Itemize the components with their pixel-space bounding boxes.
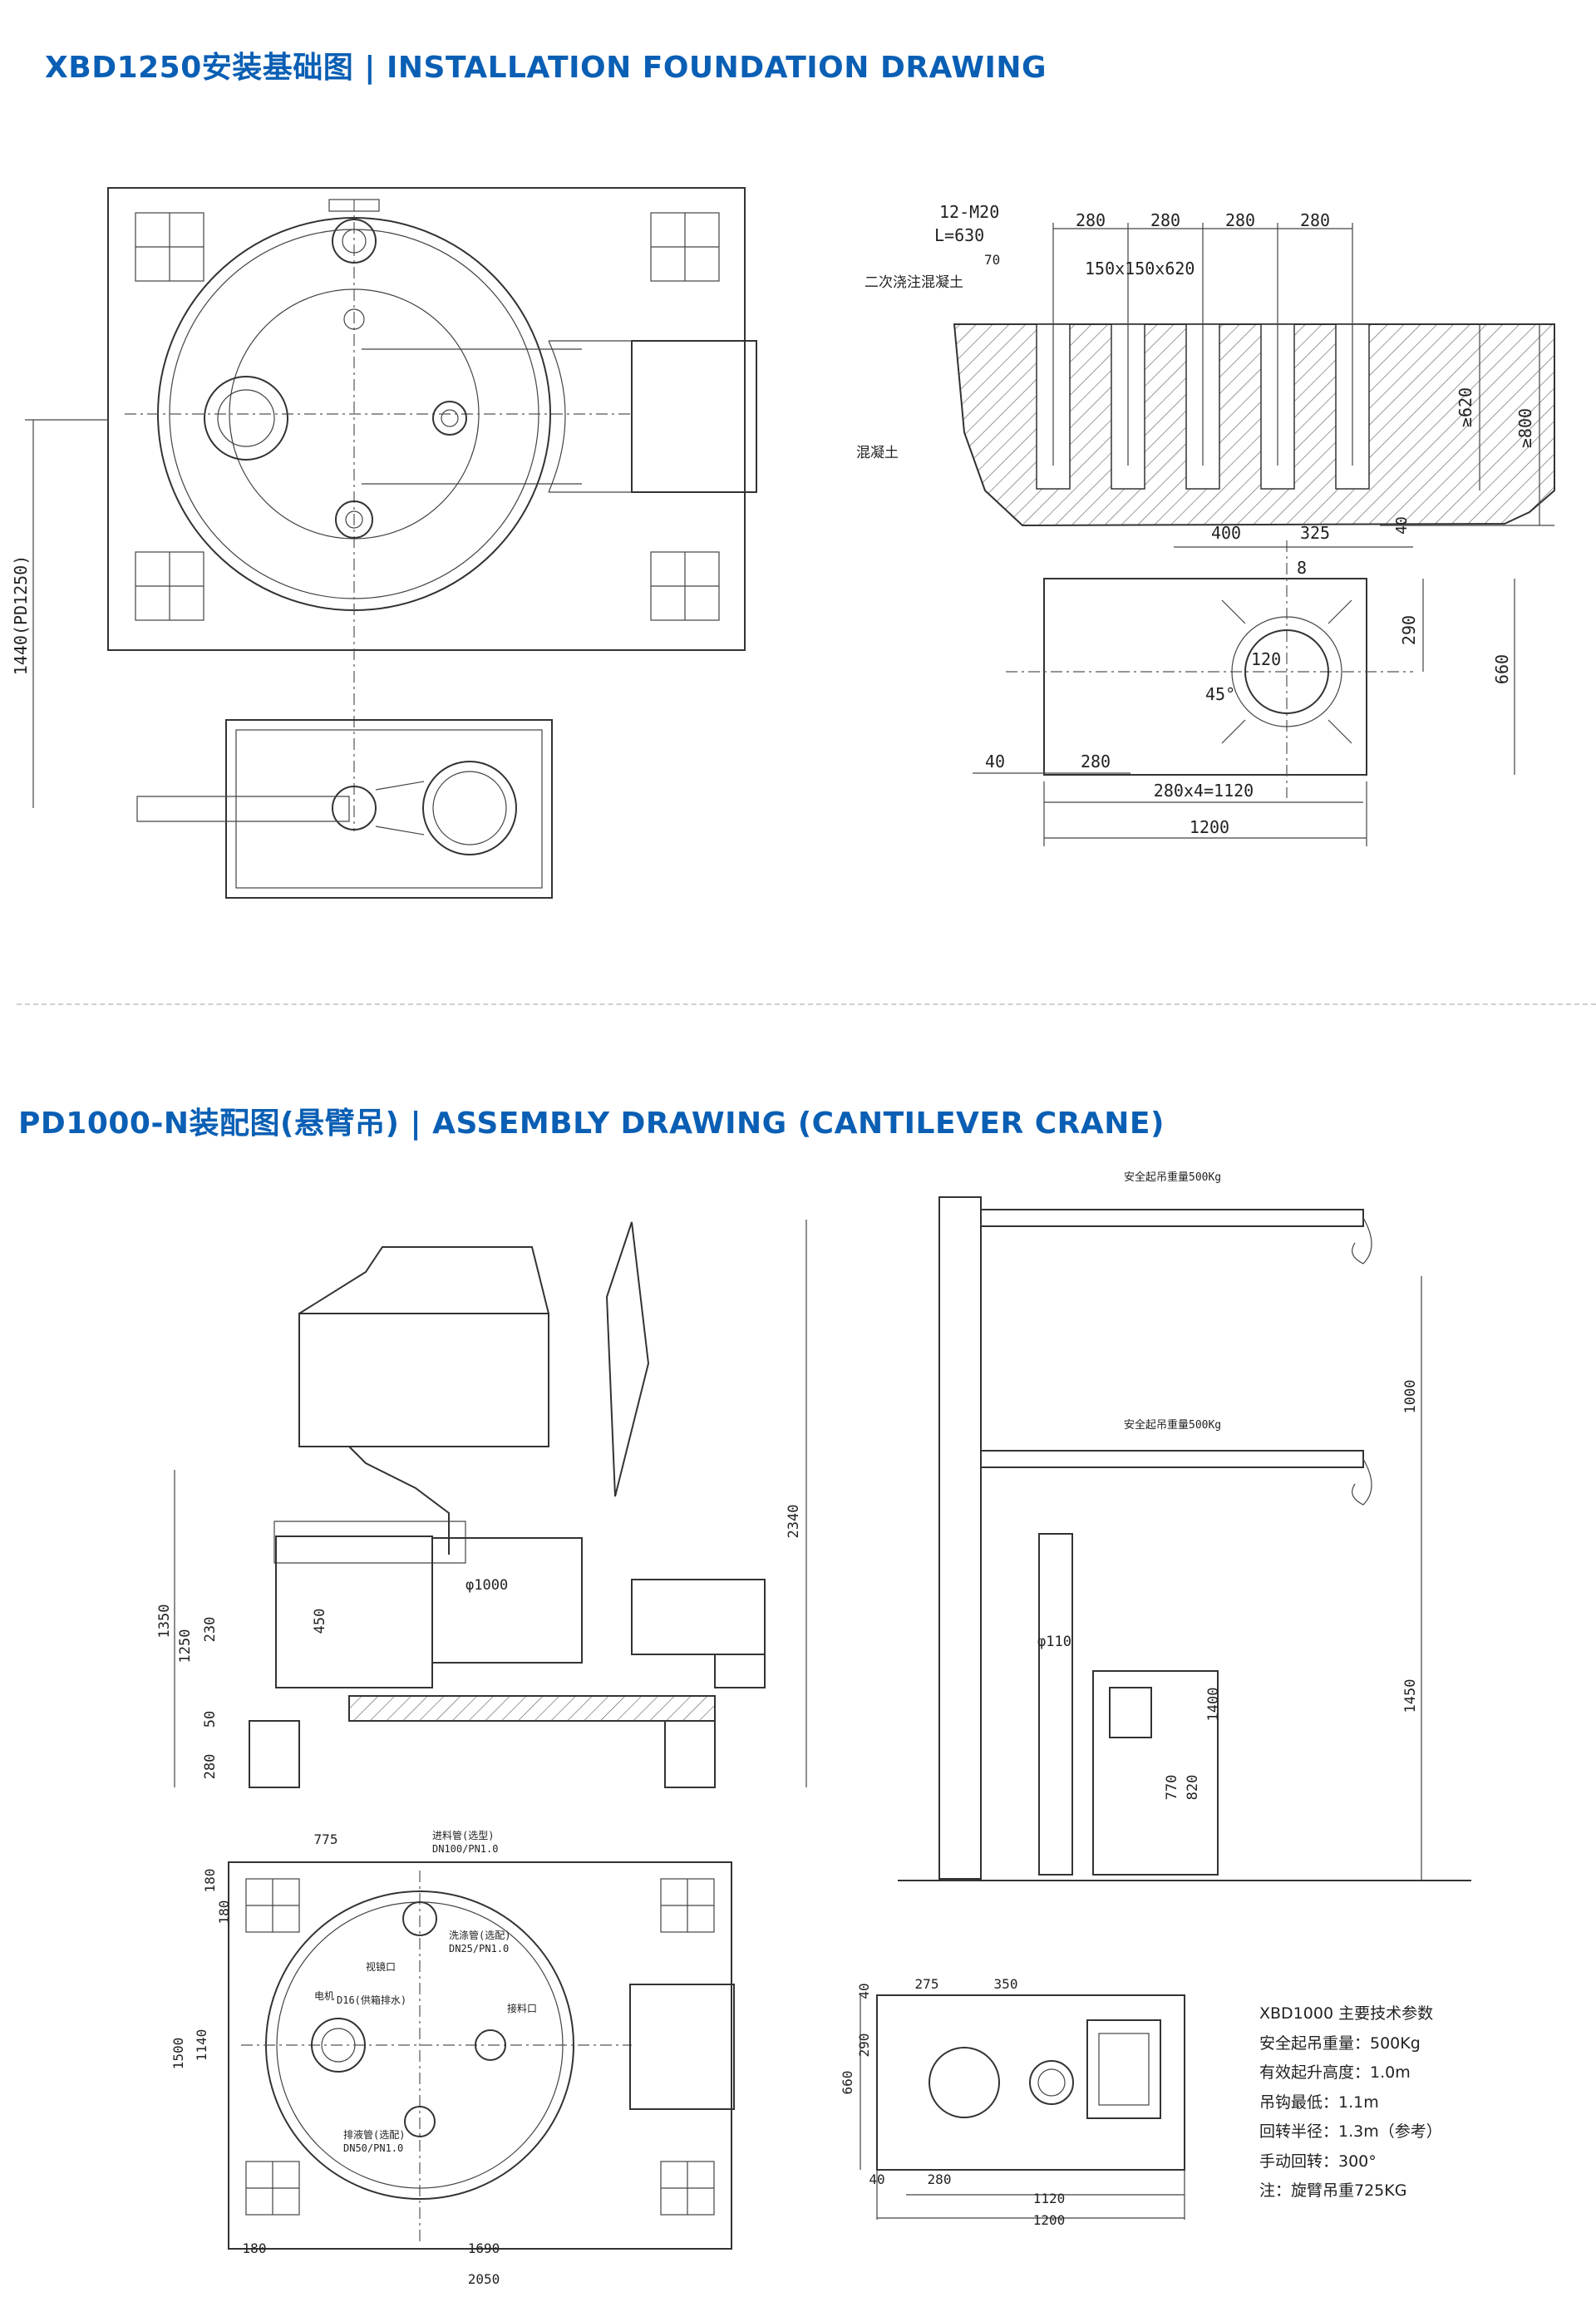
width-1690: 1690 — [468, 2240, 500, 2256]
pocket-size-label: 150x150x620 — [1085, 259, 1195, 279]
w350: 350 — [994, 1976, 1018, 1992]
b1120: 1120 — [1033, 2191, 1066, 2206]
spacing-label: 280 — [1076, 210, 1106, 230]
spacing-label: 280 — [1300, 210, 1330, 230]
overall-dim: 1200 — [1190, 817, 1229, 837]
grout-label: 二次浇注混凝土 — [864, 274, 963, 291]
height-280: 280 — [202, 1754, 219, 1780]
h660: 660 — [840, 2071, 855, 2095]
height-820: 820 — [1185, 1775, 1201, 1801]
d16-label: D16(供箱排水) — [337, 1994, 406, 2006]
manhole-label: 视镜口 — [366, 1960, 396, 1973]
params-row: 手动回转：300° — [1259, 2152, 1377, 2171]
b1200: 1200 — [1033, 2212, 1066, 2228]
h40: 40 — [856, 1983, 872, 1999]
section-divider — [17, 1003, 1596, 1005]
height-770: 770 — [1164, 1775, 1180, 1801]
bottom-dim-280: 280 — [1081, 752, 1111, 771]
depth-620: ≥620 — [1456, 387, 1475, 427]
dim-660: 660 — [1492, 654, 1512, 684]
motor-label: 电机 — [314, 1990, 334, 2002]
spacing-label: 280 — [1150, 210, 1180, 230]
height-1500: 1500 — [170, 2038, 186, 2070]
spacing-label: 280 — [1225, 210, 1255, 230]
anchor-bolt-label: 12-M20 — [939, 202, 999, 222]
w275: 275 — [915, 1976, 939, 1992]
concrete-label: 混凝土 — [856, 445, 899, 461]
b280: 280 — [928, 2171, 952, 2187]
height-230: 230 — [202, 1617, 219, 1643]
dim-8: 8 — [1297, 558, 1307, 578]
dim-70: 70 — [984, 252, 1000, 268]
bolt-pattern-dim: 280x4=1120 — [1154, 781, 1254, 801]
dim-120: 120 — [1251, 649, 1281, 669]
depth-800: ≥800 — [1515, 408, 1535, 448]
assembly-plan-view: 775 180 180 1500 1140 180 1690 2050 进料管(… — [170, 1829, 735, 2287]
height-180a: 180 — [202, 1869, 218, 1893]
diameter-label: φ1000 — [466, 1577, 508, 1594]
params-row: 注：旋臂吊重725KG — [1259, 2181, 1407, 2200]
height-1250: 1250 — [177, 1629, 194, 1664]
plan-dimension-label: 1440(PD1250) — [11, 555, 31, 676]
width-180: 180 — [243, 2240, 267, 2256]
params-row: 有效起升高度：1.0m — [1259, 2063, 1411, 2082]
params-row: 吊钩最低：1.1m — [1259, 2093, 1379, 2112]
params-title: XBD1000 主要技术参数 — [1259, 2004, 1434, 2023]
angle-45: 45° — [1205, 684, 1235, 704]
width-775: 775 — [314, 1831, 338, 1847]
foundation-plan-view: 1440(PD1250) — [11, 187, 757, 899]
width-2050: 2050 — [468, 2271, 500, 2287]
wash-label: 洗涤管(选配) — [449, 1929, 510, 1941]
inlet-spec: DN100/PN1.0 — [432, 1843, 498, 1855]
h290: 290 — [856, 2033, 872, 2058]
cantilever-crane-view: 安全起吊重量500Kg 安全起吊重量500Kg 1000 1450 1400 7… — [898, 1171, 1471, 1881]
section-title-assembly: PD1000-N装配图(悬臂吊) | ASSEMBLY DRAWING (CAN… — [18, 1107, 1165, 1141]
discharge-label: 接料口 — [507, 2002, 537, 2014]
inlet-label: 进料管(选型) — [432, 1829, 494, 1841]
height-2340: 2340 — [786, 1505, 802, 1539]
height-1350: 1350 — [156, 1604, 173, 1639]
load-label-top: 安全起吊重量500Kg — [1124, 1171, 1221, 1184]
params-row: 回转半径：1.3m（参考） — [1259, 2122, 1442, 2141]
b40: 40 — [869, 2171, 884, 2187]
column-diameter: φ110 — [1037, 1634, 1071, 1650]
drain-label: 排液管(选配) — [343, 2128, 405, 2141]
technical-parameters: XBD1000 主要技术参数 安全起吊重量：500Kg 有效起升高度：1.0m … — [1259, 1999, 1442, 2206]
height-1000: 1000 — [1402, 1380, 1419, 1414]
foundation-section-view: 280 280 280 280 12-M20 L=630 70 150x150x… — [856, 202, 1555, 846]
height-1140: 1140 — [194, 2029, 209, 2062]
height-50: 50 — [202, 1711, 219, 1728]
height-180b: 180 — [216, 1900, 232, 1925]
dim-400: 400 — [1211, 523, 1241, 543]
height-1400: 1400 — [1205, 1688, 1222, 1722]
bolt-length-label: L=630 — [934, 225, 984, 245]
load-label-bottom: 安全起吊重量500Kg — [1124, 1418, 1221, 1432]
bottom-dim-40: 40 — [985, 752, 1005, 771]
dim-290: 290 — [1399, 615, 1419, 645]
height-1450: 1450 — [1402, 1679, 1419, 1713]
wash-spec: DN25/PN1.0 — [449, 1943, 509, 1954]
dim-325: 325 — [1300, 523, 1330, 543]
drain-spec: DN50/PN1.0 — [343, 2142, 403, 2154]
assembly-foundation-view: 275 350 40 290 660 40 280 1120 1200 — [840, 1976, 1185, 2228]
section-title-foundation: XBD1250安装基础图 | INSTALLATION FOUNDATION D… — [45, 51, 1047, 85]
height-450: 450 — [312, 1609, 328, 1634]
params-row: 安全起吊重量：500Kg — [1259, 2033, 1421, 2053]
assembly-elevation-view: φ1000 2340 1350 1250 230 450 50 280 — [156, 1220, 807, 1788]
